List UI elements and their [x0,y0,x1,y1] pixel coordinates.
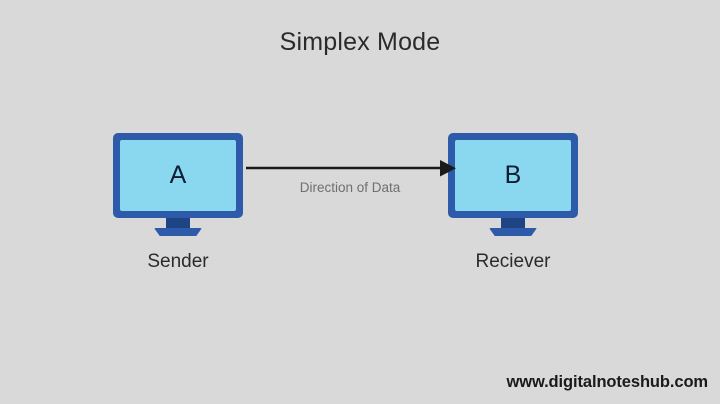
node-label-receiver: Reciever [475,251,551,272]
monitor-icon: A [113,133,243,218]
monitor-neck [166,218,190,229]
monitor-base [154,228,202,236]
monitor-frame: B [448,133,578,218]
node-label-sender: Sender [147,251,209,272]
node-sender[interactable]: A Sender [98,133,258,272]
monitor-icon: B [448,133,578,218]
monitor-base [489,228,537,236]
arrow-right-icon [246,160,456,177]
monitor-screen: B [455,140,571,211]
watermark: www.digitalnoteshub.com [506,373,708,391]
node-screen-letter: A [169,161,187,189]
node-screen-letter: B [504,161,522,189]
monitor-frame: A [113,133,243,218]
monitor-neck [501,218,525,229]
monitor-screen: A [120,140,236,211]
node-receiver[interactable]: B Reciever [433,133,593,272]
page-title: Simplex Mode [279,28,441,56]
connection-label: Direction of Data [299,180,401,195]
